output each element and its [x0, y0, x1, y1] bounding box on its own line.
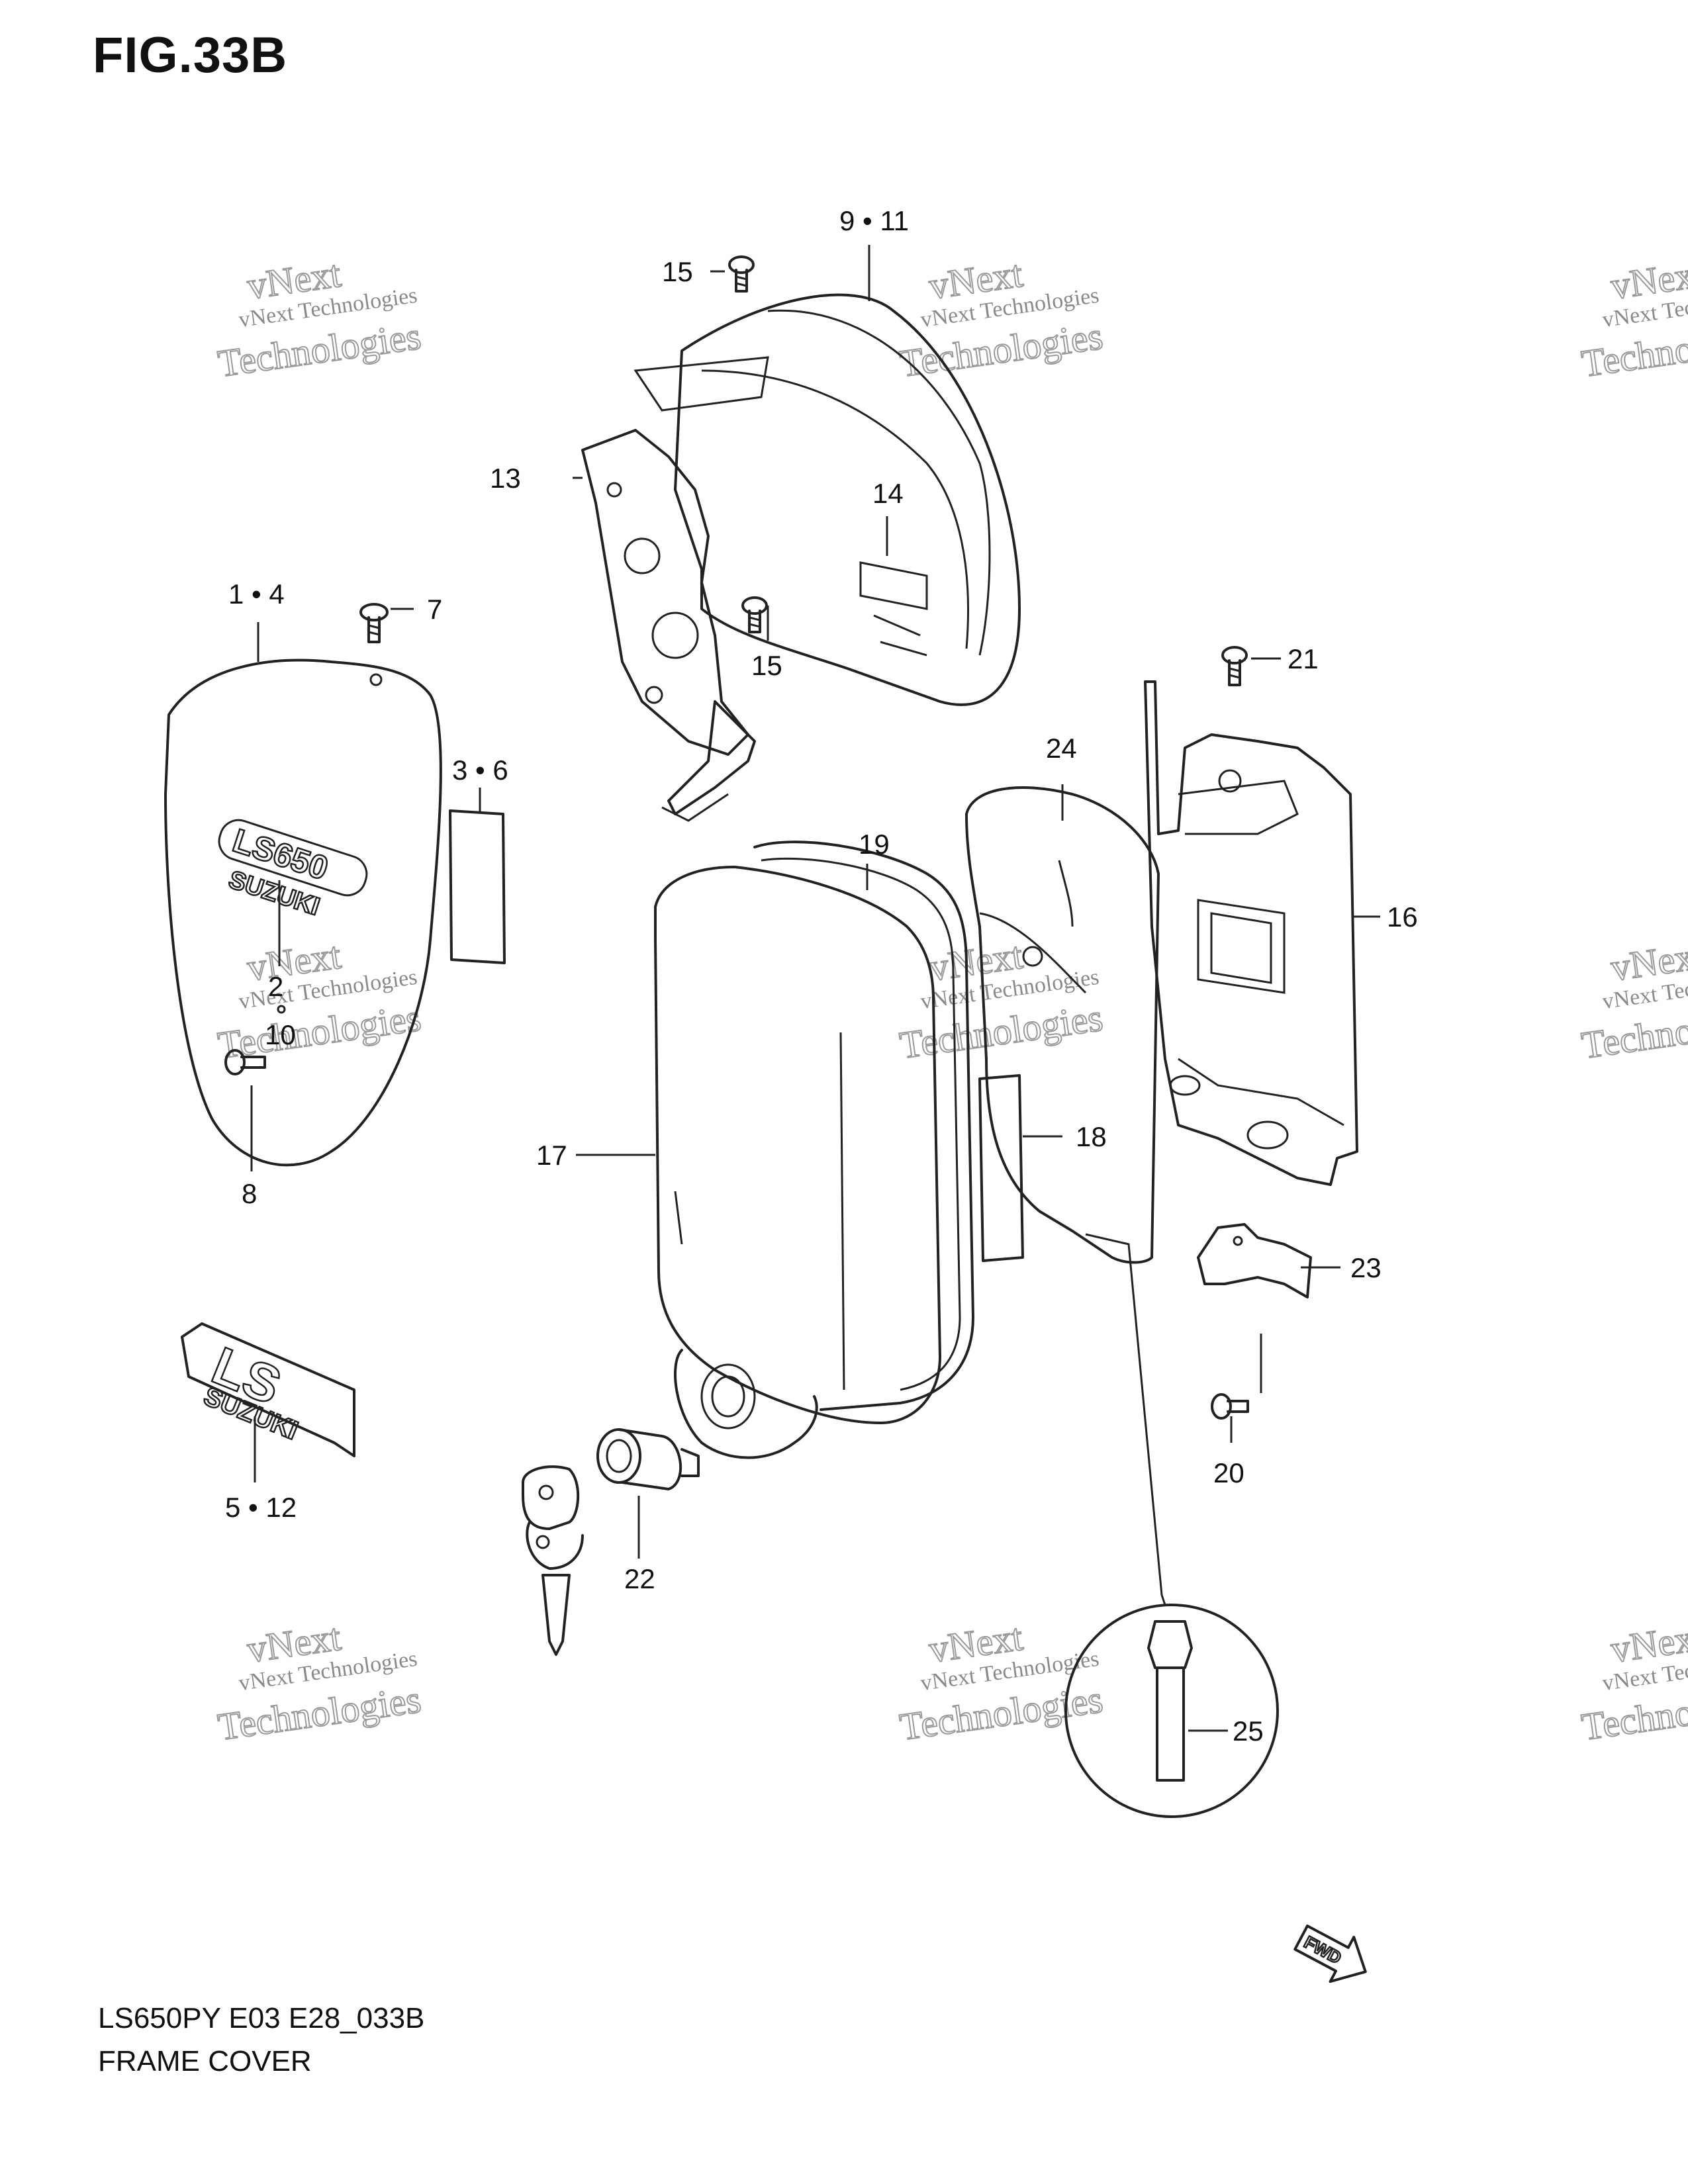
screw-20	[1211, 1393, 1249, 1420]
fwd-arrow: FWD	[1293, 1925, 1367, 1983]
watermark-tile: vNext vNext Technologies Technologies	[214, 251, 424, 386]
callout-7: 7	[427, 594, 442, 625]
callout-18: 18	[1076, 1121, 1107, 1152]
model-code: LS650PY E03 E28_033B	[98, 2002, 425, 2034]
tool-box	[654, 841, 974, 1459]
watermark-tile: vNext vNext Technologies Technologies	[214, 933, 424, 1068]
screw-15-top	[728, 255, 755, 293]
bolt-8	[224, 1049, 266, 1075]
screw-21	[1221, 646, 1248, 686]
section-name: FRAME COVER	[98, 2045, 312, 2077]
frame-cover-upper	[581, 293, 1021, 822]
battery-holder	[965, 786, 1160, 1264]
watermark-tile: vNext vNext Technologies Technologies	[1578, 933, 1688, 1068]
fwd-label: FWD	[1301, 1932, 1344, 1968]
callout-14: 14	[872, 478, 904, 509]
callout-labels: 9 • 11 15 13 14 15 1 • 4 7 3 • 6 2 10 8 …	[225, 205, 1418, 1747]
callout-16: 16	[1387, 901, 1418, 933]
battery-bracket	[1144, 680, 1358, 1186]
callout-9-11: 9 • 11	[839, 205, 909, 236]
screw-7	[359, 603, 389, 643]
ls-badge: LS SUZUKI	[181, 1322, 355, 1457]
watermark-tile: vNext vNext Technologies Technologies	[896, 251, 1105, 386]
side-cover-cushion	[449, 809, 506, 964]
callout-1-4: 1 • 4	[228, 578, 285, 610]
callout-10: 10	[265, 1019, 296, 1050]
watermark-tile: vNext vNext Technologies Technologies	[1578, 251, 1688, 386]
callout-22: 22	[624, 1563, 655, 1594]
side-cover: LS650 SUZUKI	[164, 659, 442, 1167]
watermark-group: vNext vNext Technologies Technologies vN…	[214, 251, 1688, 1749]
clip-23	[1197, 1223, 1312, 1298]
watermark-tile: vNext vNext Technologies Technologies	[214, 1615, 424, 1749]
callout-3-6: 3 • 6	[452, 754, 508, 786]
callout-13: 13	[490, 463, 521, 494]
detail-circle-25	[1064, 1604, 1279, 1818]
callout-5-12: 5 • 12	[225, 1492, 297, 1523]
callout-15-middle: 15	[751, 650, 782, 681]
side-cover-emblem: LS650 SUZUKI	[218, 819, 368, 922]
watermark-tile: vNext vNext Technologies Technologies	[896, 1615, 1105, 1749]
callout-2: 2	[268, 971, 283, 1002]
callout-25: 25	[1233, 1715, 1264, 1747]
callout-20: 20	[1213, 1457, 1244, 1488]
callout-21: 21	[1288, 643, 1319, 674]
figure-title: FIG.33B	[93, 27, 288, 83]
callout-24: 24	[1046, 733, 1077, 764]
leader-lines	[250, 245, 1380, 1732]
callout-17: 17	[536, 1140, 567, 1171]
callout-15-top: 15	[662, 256, 693, 287]
screw-15-middle	[741, 596, 768, 633]
callout-23: 23	[1350, 1252, 1382, 1283]
key-lock	[522, 1428, 700, 1656]
callout-8: 8	[242, 1178, 257, 1209]
watermark-tile: vNext vNext Technologies Technologies	[1578, 1615, 1688, 1749]
callout-19: 19	[859, 829, 890, 860]
